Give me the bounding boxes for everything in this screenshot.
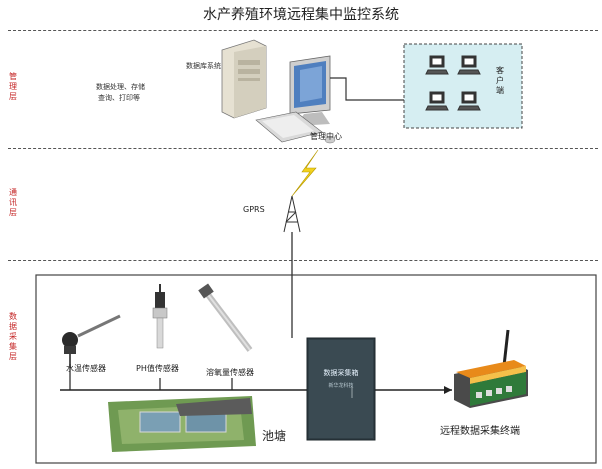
client-computer-icon: [425, 55, 481, 111]
gprs-tower-icon: [283, 195, 301, 233]
acquisition-box-subtitle: 新华龙科技: [328, 383, 354, 389]
data-acquisition-box: [306, 337, 376, 441]
management-computer-icon: [255, 55, 336, 144]
water-temp-sensor-label: 水温传感器: [66, 364, 106, 373]
management-center-label: 管理中心: [310, 132, 342, 141]
do-sensor-label: 溶氧量传感器: [206, 368, 254, 377]
top-dashed-divider: [8, 30, 598, 31]
layer-label-management: 管理层: [9, 72, 17, 101]
pond-image: [108, 396, 256, 452]
communication-divider: [8, 260, 598, 261]
layer-label-acquisition: 数据采集层: [9, 312, 17, 361]
pond-label: 池塘: [262, 429, 287, 443]
db-system-label: 数据库系统: [186, 62, 221, 70]
remote-terminal-label: 远程数据采集终端: [440, 426, 520, 437]
remote-terminal-icon: [454, 329, 528, 408]
database-server-icon: [221, 39, 267, 119]
diagram-title: 水产养殖环境远程集中监控系统: [203, 7, 399, 23]
gprs-lightning-icon: [291, 149, 319, 197]
dissolved-oxygen-sensor-icon: [198, 283, 253, 352]
management-divider: [8, 148, 598, 149]
acquisition-box-title: 数据采集箱: [323, 369, 359, 377]
gprs-label: GPRS: [243, 205, 265, 214]
layer-label-communication: 通讯层: [9, 188, 17, 217]
water-temperature-sensor-icon: [62, 314, 121, 368]
ph-sensor-label: PH值传感器: [136, 364, 179, 373]
ph-sensor-icon: [152, 284, 168, 349]
client-label: 客户端: [496, 66, 504, 95]
processing-label-1: 数据处理、存储: [96, 83, 145, 91]
processing-label-2: 查询、打印等: [98, 94, 140, 102]
